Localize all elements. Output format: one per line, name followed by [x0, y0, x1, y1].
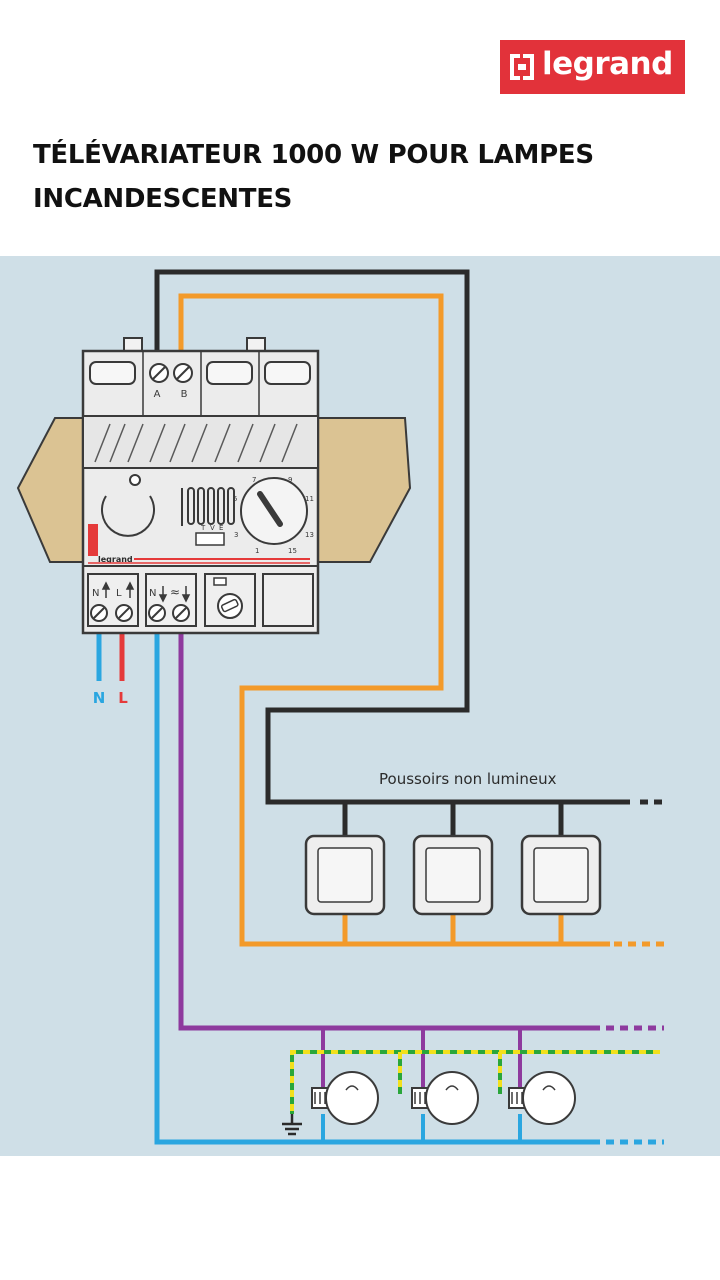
svg-text:11: 11 — [305, 495, 314, 503]
svg-text:7: 7 — [252, 476, 256, 484]
svg-text:13: 13 — [305, 531, 314, 539]
pushbutton-3 — [520, 834, 602, 916]
pushbuttons-label: Poussoirs non lumineux — [379, 770, 557, 788]
lamp-2-icon — [411, 1071, 479, 1125]
wiring-diagram: N L A B — [0, 256, 720, 1156]
terminal-label-a: A — [154, 389, 161, 400]
supply-label-l: L — [118, 689, 128, 707]
mode-label-e: E — [219, 524, 223, 532]
dimmer-module: A B T V E 1 3 5 7 — [81, 337, 320, 635]
terminal-label-n-in: N — [92, 588, 99, 599]
page-title: TÉLÉVARIATEUR 1000 W POUR LAMPES INCANDE… — [33, 140, 594, 214]
supply-label-n: N — [93, 689, 106, 707]
terminal-label-l-in: L — [116, 588, 122, 599]
pushbutton-1 — [304, 834, 386, 916]
svg-text:3: 3 — [234, 531, 238, 539]
mode-label-v: V — [210, 524, 215, 532]
terminal-label-load: ≈ — [170, 585, 180, 599]
lamp-1-icon — [311, 1071, 379, 1125]
svg-text:9: 9 — [288, 476, 292, 484]
wire-earth — [290, 1050, 660, 1114]
svg-text:5: 5 — [233, 495, 237, 503]
wire-switch-return — [178, 293, 610, 947]
svg-text:15: 15 — [288, 547, 297, 555]
wire-neutral — [154, 634, 600, 1145]
svg-text:1: 1 — [255, 547, 259, 555]
legrand-logo-mark-icon — [510, 54, 534, 80]
terminal-label-n-out: N — [149, 588, 156, 599]
terminal-label-b: B — [181, 389, 188, 400]
module-brand: legrand — [98, 555, 133, 564]
lamp-3-icon — [508, 1071, 576, 1125]
mode-label-t: T — [200, 524, 206, 532]
pushbutton-2 — [412, 834, 494, 916]
wire-control — [154, 269, 630, 805]
ground-symbol — [282, 1114, 302, 1136]
logo-wordmark: legrand — [542, 46, 673, 82]
legrand-logo: legrand — [500, 40, 685, 94]
wire-load — [178, 634, 600, 1031]
